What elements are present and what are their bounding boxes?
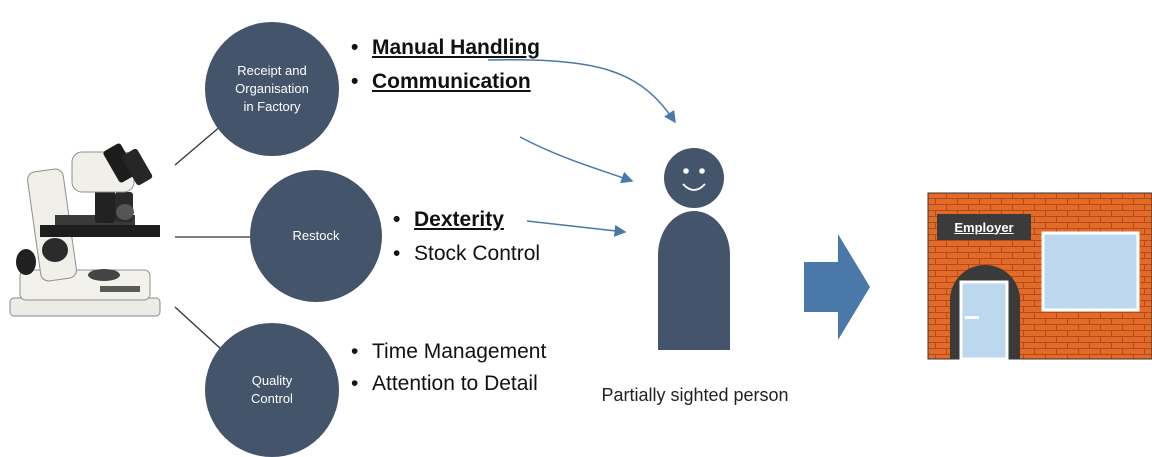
skill-list-restock: Dexterity Stock Control [392, 206, 582, 274]
skill-item: Dexterity [392, 206, 582, 234]
stage-quality-circle: Quality Control [205, 323, 339, 457]
stage-quality-label: Quality Control [251, 373, 293, 406]
person-icon [658, 148, 730, 350]
skill-list-quality: Time Management Attention to Detail [350, 338, 550, 402]
skill-item: Attention to Detail [350, 370, 550, 398]
stage-receipt-circle: Receipt and Organisation in Factory [205, 22, 339, 156]
microscope-icon [9, 143, 161, 317]
person-caption: Partially sighted person [601, 385, 789, 405]
skill-item: Communication [350, 68, 570, 96]
stage-receipt-label: Receipt and Organisation in Factory [235, 63, 309, 114]
skill-item: Stock Control [392, 240, 582, 268]
stage-restock-label: Restock [292, 228, 340, 243]
skill-item: Manual Handling [350, 34, 570, 62]
stage-restock-circle: Restock [250, 170, 382, 302]
arrow-communication [519, 136, 634, 184]
connector-stage-1 [174, 124, 223, 166]
skill-list-receipt: Manual Handling Communication [350, 34, 570, 102]
right-arrow-icon [804, 234, 870, 340]
employer-sign: Employer [937, 214, 1031, 240]
connector-stage-3 [174, 306, 223, 351]
skill-item: Time Management [350, 338, 550, 366]
